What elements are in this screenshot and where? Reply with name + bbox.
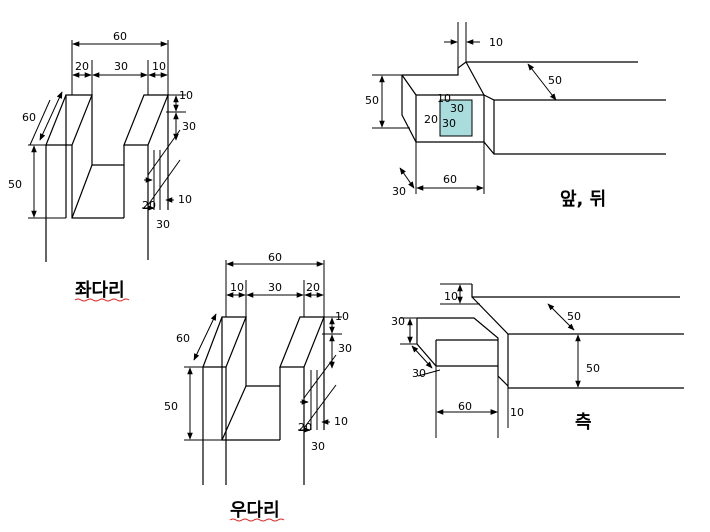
front-depth: 30 <box>392 185 406 198</box>
front-box-b: 30 <box>442 117 456 130</box>
right-leg-right-top: 10 <box>335 310 349 323</box>
side-top-gap: 10 <box>444 290 458 303</box>
right-leg-width-mid: 30 <box>268 281 282 294</box>
right-leg-bottom-right: 30 <box>311 440 325 453</box>
side-diag: 50 <box>567 310 581 323</box>
right-leg-bottom-left: 20 <box>298 421 312 434</box>
front-back-drawing: 10 50 50 10 20 30 30 30 60 앞, 뒤 <box>365 22 666 210</box>
right-leg-right-mid: 30 <box>338 342 352 355</box>
side-left-depth: 30 <box>412 367 426 380</box>
front-inner-top: 10 <box>437 92 451 105</box>
left-leg-width-total: 60 <box>113 30 127 43</box>
left-leg-drawing: 60 20 30 10 60 50 10 30 10 20 30 좌다리 <box>8 30 196 302</box>
side-drawing: 10 50 50 30 30 60 10 측 <box>391 283 684 438</box>
right-leg-width-total: 60 <box>268 251 282 264</box>
side-left-height: 30 <box>391 315 405 328</box>
left-leg-width-left: 20 <box>75 60 89 73</box>
left-leg-right-mid: 30 <box>182 120 196 133</box>
right-leg-right-low: 10 <box>334 415 348 428</box>
right-leg-width-left: 10 <box>230 281 244 294</box>
left-leg-depth: 60 <box>22 111 36 124</box>
front-box-a: 30 <box>450 102 464 115</box>
left-leg-width-mid: 30 <box>114 60 128 73</box>
right-leg-drawing: 60 10 30 20 60 50 10 30 10 20 30 우다리 <box>164 251 352 522</box>
left-leg-height: 50 <box>8 178 22 191</box>
front-height: 50 <box>365 94 379 107</box>
caption-side: 측 <box>575 412 592 433</box>
right-leg-depth: 60 <box>176 332 190 345</box>
left-leg-right-top: 10 <box>179 89 193 102</box>
side-width: 60 <box>458 400 472 413</box>
side-height: 50 <box>586 362 600 375</box>
caption-right-leg: 우다리 <box>230 500 280 521</box>
right-leg-width-right: 20 <box>306 281 320 294</box>
left-leg-bottom-right: 30 <box>156 218 170 231</box>
left-leg-width-right: 10 <box>152 60 166 73</box>
front-top-gap: 10 <box>489 36 503 49</box>
left-leg-right-low: 10 <box>178 193 192 206</box>
right-leg-height: 50 <box>164 400 178 413</box>
front-diag: 50 <box>548 74 562 87</box>
left-leg-bottom-left: 20 <box>142 199 156 212</box>
caption-front-back: 앞, 뒤 <box>560 189 606 210</box>
caption-left-leg: 좌다리 <box>75 280 125 301</box>
side-right-gap: 10 <box>510 406 524 419</box>
front-width: 60 <box>443 173 457 186</box>
front-inner-left: 20 <box>424 113 438 126</box>
